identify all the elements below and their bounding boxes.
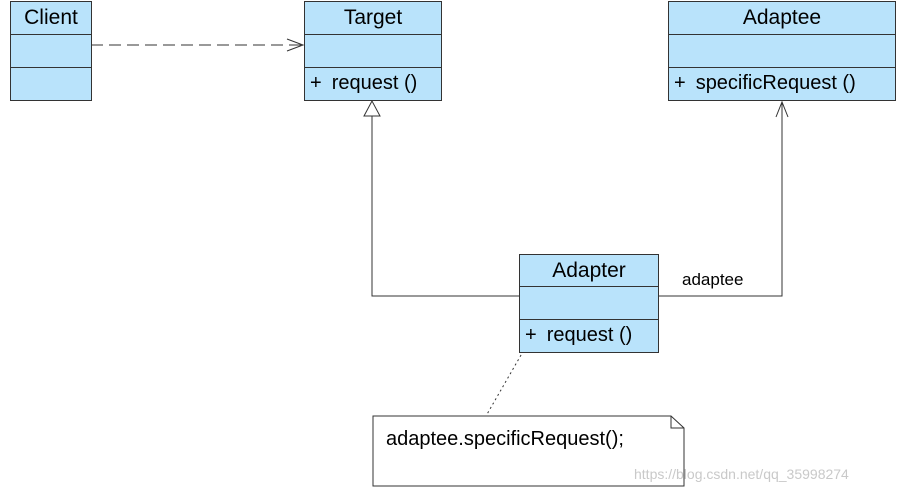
generalization-arrow	[363, 99, 519, 297]
client-class[interactable]: Client	[10, 1, 92, 101]
watermark: https://blog.csdn.net/qq_35998274	[634, 466, 849, 482]
adapter-attributes-compartment	[520, 287, 658, 320]
adaptee-operation-visibility: +	[674, 72, 686, 94]
adaptee-attributes-compartment	[669, 35, 895, 68]
note-text: adaptee.specificRequest();	[386, 428, 624, 450]
client-class-name: Client	[11, 2, 91, 35]
target-class[interactable]: Target + request ()	[304, 1, 442, 101]
adaptee-class-name: Adaptee	[669, 2, 895, 35]
adapter-operation: request ()	[546, 324, 633, 346]
target-operations-compartment: + request ()	[305, 68, 441, 100]
target-operation: request ()	[331, 72, 418, 94]
association-arrow	[658, 100, 789, 297]
adaptee-class[interactable]: Adaptee + specificRequest ()	[668, 1, 896, 101]
dependency-arrow	[91, 38, 305, 52]
adaptee-operation: specificRequest ()	[695, 72, 856, 94]
adapter-operation-visibility: +	[525, 324, 537, 346]
adapter-class-name: Adapter	[520, 255, 658, 287]
target-class-name: Target	[305, 2, 441, 35]
client-operations-compartment	[11, 68, 91, 100]
client-attributes-compartment	[11, 35, 91, 68]
adaptee-operations-compartment: + specificRequest ()	[669, 68, 895, 100]
adapter-operations-compartment: + request ()	[520, 320, 658, 352]
target-attributes-compartment	[305, 35, 441, 68]
association-label: adaptee	[682, 270, 744, 289]
adapter-class[interactable]: Adapter + request ()	[519, 254, 659, 353]
note-shape	[372, 415, 685, 487]
target-operation-visibility: +	[310, 72, 322, 94]
